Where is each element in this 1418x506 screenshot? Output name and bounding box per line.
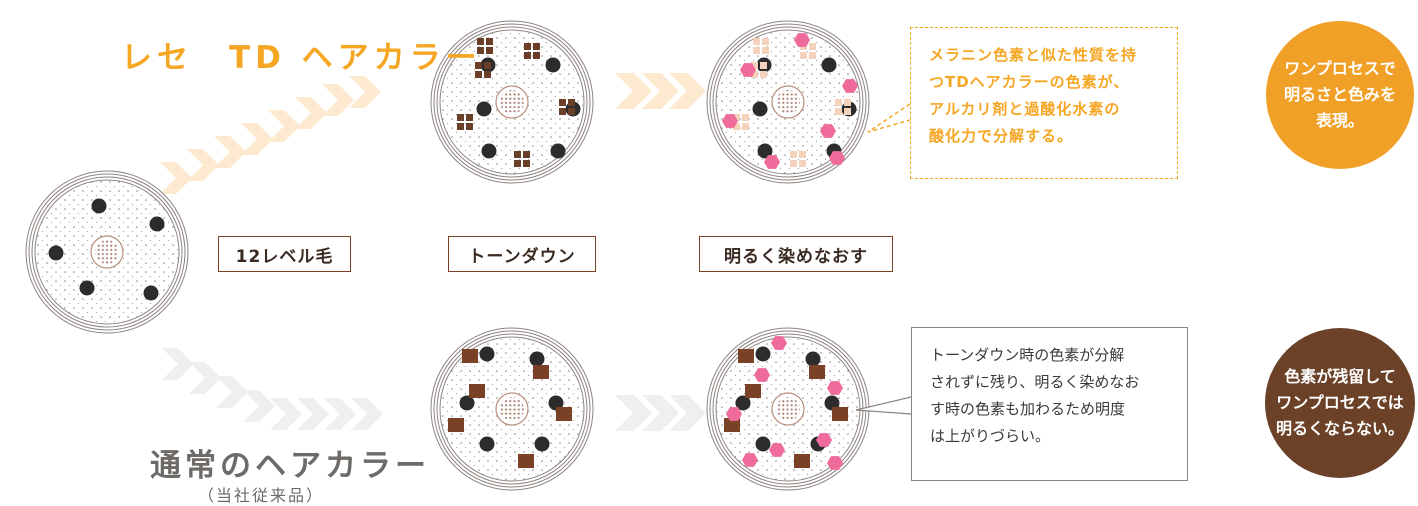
dye-pigment — [738, 349, 754, 363]
melanin-granule — [91, 198, 107, 214]
melanin-granule — [755, 346, 771, 362]
td-hair-color-title: レセ TD ヘアカラー — [121, 40, 482, 76]
dye-pigment — [462, 349, 478, 363]
dye-pigment — [518, 454, 534, 468]
hair-section-td-tonedown — [430, 20, 594, 184]
td-pigment — [751, 62, 758, 69]
new-pigment — [722, 114, 738, 128]
td-pigment — [753, 38, 760, 45]
dye-pigment — [469, 384, 485, 398]
normal-hair-color-title: 通常のヘアカラー — [150, 448, 430, 484]
td-pigment — [457, 114, 464, 121]
new-pigment — [771, 336, 787, 350]
label-tone-down: トーンダウン — [448, 236, 596, 272]
note-line: 酸化力で分解する。 — [929, 127, 1074, 145]
td-pigment — [524, 43, 531, 50]
new-pigment — [742, 453, 758, 467]
dye-pigment — [745, 384, 761, 398]
new-pigment — [794, 33, 810, 47]
melanin-granule — [476, 101, 492, 117]
dye-pigment — [448, 418, 464, 432]
td-pigment — [477, 38, 484, 45]
label-redye-lighter: 明るく染めなおす — [699, 236, 893, 272]
dye-pigment — [724, 418, 740, 432]
melanin-granule — [735, 395, 751, 411]
td-pigment — [559, 99, 566, 106]
melanin-granule — [79, 280, 95, 296]
melanin-granule — [459, 395, 475, 411]
melanin-granule — [479, 346, 495, 362]
dye-pigment — [794, 454, 810, 468]
td-pigment — [790, 151, 797, 158]
new-pigment — [829, 151, 845, 165]
melanin-granule — [529, 351, 545, 367]
melanin-granule — [757, 143, 773, 159]
dye-pigment — [832, 407, 848, 421]
new-pigment — [754, 368, 770, 382]
new-pigment — [816, 433, 832, 447]
melanin-granule — [479, 436, 495, 452]
td-pigment — [733, 114, 740, 121]
melanin-granule — [548, 395, 564, 411]
melanin-granule — [824, 395, 840, 411]
melanin-granule — [550, 143, 566, 159]
new-pigment — [764, 155, 780, 169]
badge-line: 表現。 — [1315, 111, 1364, 130]
new-pigment — [827, 456, 843, 470]
melanin-granule — [821, 57, 837, 73]
arrow-td-middle — [615, 73, 706, 109]
melanin-granule — [149, 216, 165, 232]
td-explanation-note: メラニン色素と似た性質を持 つTDヘアカラーの色素が、 アルカリ剤と過酸化水素の… — [910, 27, 1178, 179]
hair-section-td-redye — [706, 20, 870, 184]
label-12-level-hair: 12レベル毛 — [218, 236, 351, 272]
arrow-normal-start — [162, 348, 383, 430]
note-line: す時の色素も加わるため明度 — [930, 400, 1126, 418]
badge-line: 明るさと色みを — [1283, 85, 1396, 104]
new-pigment — [842, 79, 858, 93]
badge-line: 明るくならない。 — [1275, 419, 1404, 438]
melanin-granule — [545, 57, 561, 73]
hair-section-base — [25, 170, 189, 334]
normal-explanation-note: トーンダウン時の色素が分解 されずに残り、明るく染めなお す時の色素も加わるため… — [911, 327, 1188, 481]
new-pigment — [726, 407, 742, 421]
note-line: つTDヘアカラーの色素が、 — [929, 73, 1130, 91]
melanin-granule — [48, 245, 64, 261]
dye-pigment — [556, 407, 572, 421]
badge-line: 色素が残留して — [1284, 367, 1396, 386]
normal-result-badge: 色素が残留して ワンプロセスでは 明るくならない。 — [1265, 328, 1415, 478]
note-line: メラニン色素と似た性質を持 — [929, 46, 1138, 64]
callout-pointer-normal — [855, 396, 912, 415]
td-pigment — [514, 151, 521, 158]
melanin-granule — [534, 436, 550, 452]
melanin-granule — [481, 143, 497, 159]
callout-pointer-td — [867, 103, 911, 133]
td-pigment — [835, 99, 842, 106]
new-pigment — [769, 443, 785, 457]
dye-pigment — [533, 365, 549, 379]
melanin-granule — [755, 436, 771, 452]
arrow-normal-middle — [615, 395, 706, 431]
melanin-granule — [752, 101, 768, 117]
hair-section-normal-tonedown — [430, 327, 594, 491]
dye-pigment — [809, 365, 825, 379]
hair-section-normal-redye — [706, 327, 870, 491]
note-line: は上がりづらい。 — [930, 427, 1051, 445]
new-pigment — [820, 124, 836, 138]
note-line: アルカリ剤と過酸化水素の — [929, 100, 1121, 118]
td-result-badge: ワンプロセスで 明るさと色みを 表現。 — [1266, 21, 1414, 169]
new-pigment — [827, 381, 843, 395]
normal-hair-color-subtitle: （当社従来品） — [198, 486, 325, 505]
melanin-granule — [805, 351, 821, 367]
td-pigment — [475, 62, 482, 69]
new-pigment — [740, 63, 756, 77]
badge-line: ワンプロセスで — [1284, 59, 1396, 78]
badge-line: ワンプロセスでは — [1276, 393, 1404, 412]
arrow-td-start — [160, 76, 381, 194]
note-line: されずに残り、明るく染めなお — [930, 373, 1140, 391]
note-line: トーンダウン時の色素が分解 — [930, 346, 1125, 364]
melanin-granule — [143, 285, 159, 301]
